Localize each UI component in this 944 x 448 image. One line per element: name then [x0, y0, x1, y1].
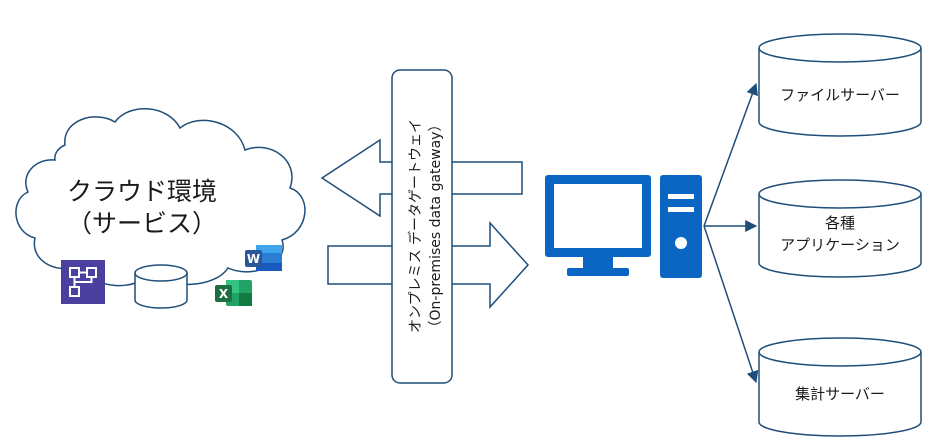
cloud-shape [15, 108, 306, 287]
file-server-cylinder: ファイルサーバー [758, 33, 922, 137]
applications-cylinder: 各種 アプリケーション [758, 179, 922, 278]
database-icon [134, 264, 188, 309]
applications-label-line1: 各種 [825, 214, 855, 232]
word-letter: W [247, 252, 260, 266]
gateway-label: オンプレミス データゲートウェイ [407, 119, 424, 333]
computer-icon [545, 175, 702, 278]
word-icon: W [245, 245, 282, 271]
file-server-label: ファイルサーバー [780, 86, 900, 104]
excel-icon: X [215, 280, 252, 306]
gateway-sublabel: （On-premises data gateway） [428, 118, 444, 335]
power-automate-icon [61, 260, 105, 304]
gateway-box: オンプレミス データゲートウェイ （On-premises data gatew… [391, 69, 453, 384]
aggregation-server-cylinder: 集計サーバー [758, 337, 922, 437]
cloud-title: クラウド環境 [67, 177, 217, 206]
applications-label-line2: アプリケーション [780, 236, 900, 254]
cloud-subtitle: （サービス） [67, 209, 217, 238]
excel-letter: X [219, 287, 229, 301]
connector-aggregation-server [703, 225, 759, 384]
aggregation-server-label: 集計サーバー [795, 385, 885, 403]
connector-file-server [703, 82, 758, 227]
